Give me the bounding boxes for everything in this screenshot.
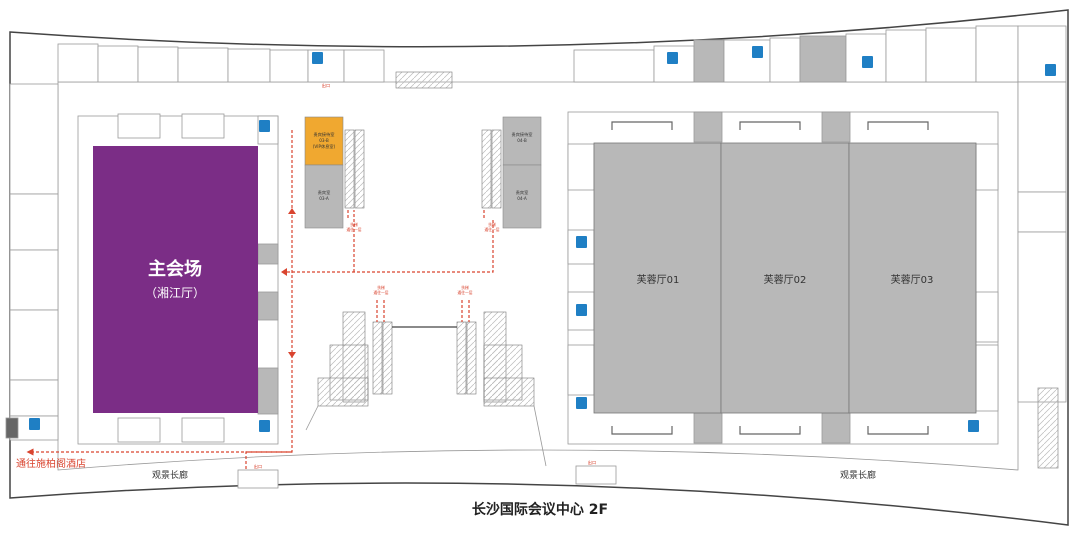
stairs-bottom (317, 311, 535, 407)
footer-title: 长沙国际会议中心 2F (472, 501, 608, 518)
escalator-note-b-line1: 扶梯 (488, 222, 496, 227)
exit-bottom-left: 出口 (254, 463, 262, 470)
vip-room-03a-line2: 03-A (319, 196, 329, 201)
route-arrow-left-icon (281, 268, 287, 276)
restroom-icon (259, 120, 270, 132)
restroom-icon (29, 418, 40, 430)
restroom-icon (259, 420, 270, 432)
restroom-icon (312, 52, 323, 64)
escalator-note-d-line2: 通往一层 (457, 290, 472, 295)
escalator-note-b-line2: 通往一层 (484, 227, 499, 232)
route-label: 通往施柏阁酒店 (16, 457, 86, 470)
top-stair (395, 71, 453, 89)
hall-02-label: 芙蓉厅02 (764, 273, 807, 286)
vip-room-04a-line1: 贵宾室 (516, 189, 529, 196)
inner-outline (57, 81, 1019, 471)
restroom-icon (667, 52, 678, 64)
restroom-icon (862, 56, 873, 68)
main-hall-title: 主会场 (148, 258, 202, 280)
exit-top: 出口 (322, 82, 330, 89)
route-paths (26, 130, 494, 470)
hall-03-label: 芙蓉厅03 (891, 273, 934, 286)
escalator-notes: 扶梯 通往一层 扶梯 通往一层 扶梯 通往一层 扶梯 通往一层 (346, 222, 499, 295)
restroom-icon (576, 304, 587, 316)
restroom-icon (1045, 64, 1056, 76)
hall-03[interactable] (848, 142, 977, 414)
vip-room-03b-line1: 贵宾接待室 (314, 131, 335, 138)
restroom-icons (29, 46, 1056, 432)
main-hall-subtitle: （湘江厅） (145, 285, 205, 300)
top-room-strip (57, 25, 1067, 83)
vip-room-03a-line1: 贵宾室 (318, 189, 331, 196)
vip-room-04b-line2: 04-B (517, 138, 527, 143)
corridor-label-right: 观景长廊 (840, 469, 876, 481)
hall-door-frames (611, 121, 929, 435)
vip-room-03a[interactable] (304, 164, 344, 229)
central-void (305, 405, 547, 467)
escalator-note-c-line2: 通往一层 (373, 290, 388, 295)
vip-room-04b-line1: 贵宾接待室 (512, 131, 533, 138)
vip-room-03b-line3: (VIP休息室) (313, 143, 336, 150)
hall-01[interactable] (593, 142, 722, 414)
main-hall[interactable] (93, 146, 258, 413)
route-arrow-up-icon (288, 208, 296, 214)
hall-01-label: 芙蓉厅01 (637, 273, 680, 286)
restroom-icon (968, 420, 979, 432)
left-room-strip (5, 83, 59, 441)
exit-bottom-right: 出口 (588, 459, 596, 466)
vip-room-04b[interactable] (502, 116, 542, 166)
escalator-note-c-line1: 扶梯 (377, 285, 385, 290)
escalator-note-d-line1: 扶梯 (461, 285, 469, 290)
corridor-label-left: 观景长廊 (152, 469, 188, 481)
right-room-strip (1017, 81, 1067, 469)
restroom-icon (752, 46, 763, 58)
exit-labels: 出口 出口 出口 (254, 82, 596, 470)
restroom-icon (576, 397, 587, 409)
small-room-labels: 贵宾接待室 03-B (VIP休息室) 贵宾室 03-A 贵宾接待室 04-B … (313, 131, 533, 201)
escalators-top (344, 129, 502, 209)
route-arrow-down-icon (288, 352, 296, 358)
hall-02[interactable] (720, 142, 850, 414)
escalator-note-a-line1: 扶梯 (350, 222, 358, 227)
restroom-icon (576, 236, 587, 248)
vip-room-04a-line2: 04-A (517, 196, 527, 201)
vip-room-04a[interactable] (502, 164, 542, 229)
escalator-note-a-line2: 通往一层 (346, 227, 361, 232)
vip-room-03b-line2: 03-B (319, 138, 329, 143)
bottom-exit-rooms (237, 465, 617, 489)
